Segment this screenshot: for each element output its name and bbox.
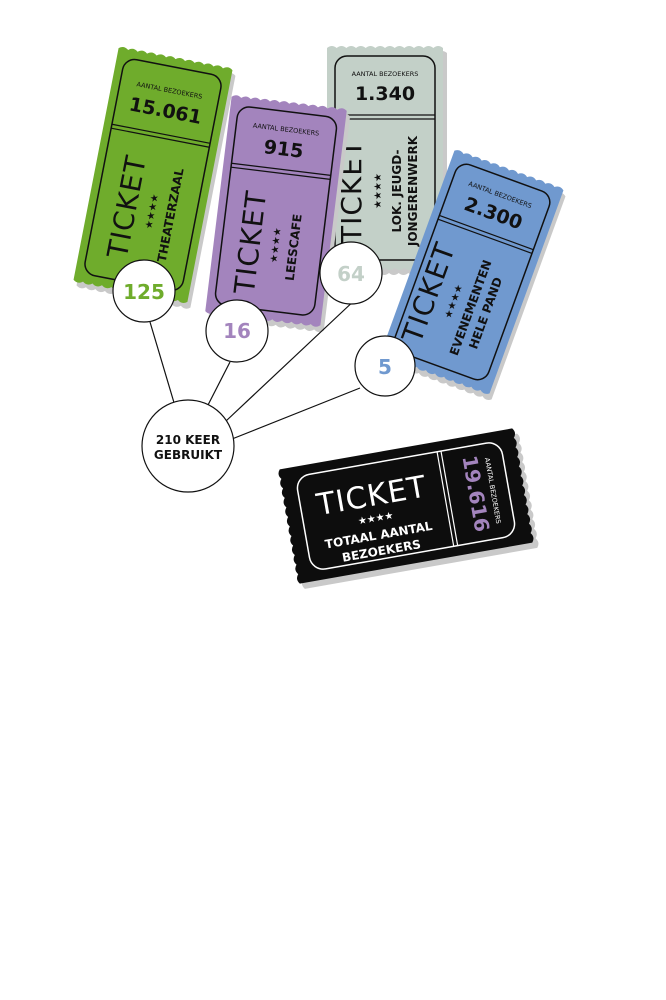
connector-theaterzaal <box>149 321 176 407</box>
ticket-divider <box>231 162 331 177</box>
ticket-header-label: AANTAL BEZOEKERS <box>352 70 419 78</box>
ticket-theaterzaal: AANTAL BEZOEKERS 15.061 TICKET ★★★★ THEA… <box>73 46 236 309</box>
ticket-stars: ★★★★ <box>269 227 284 264</box>
ticket-jeugdwerk: AANTAL BEZOEKERS 1.340 TICKET ★★★★ LOK. … <box>327 46 447 275</box>
ticket-body <box>278 428 534 584</box>
connector-evenementen <box>231 387 361 440</box>
hub-label-line: 210 KEER <box>156 433 220 447</box>
usage-circle-leescafe: 16 <box>205 299 269 363</box>
usage-count: 16 <box>223 319 251 343</box>
usage-circle <box>319 241 383 305</box>
connector-lines <box>149 296 361 440</box>
usage-circle-jeugdwerk: 64 <box>319 241 383 305</box>
ticket-inner-border <box>296 442 516 570</box>
usage-circle <box>112 259 176 323</box>
usage-count: 5 <box>378 355 392 379</box>
ticket-leescafe: AANTAL BEZOEKERS 915 TICKET ★★★★ LEESCAF… <box>205 95 351 333</box>
hub-circle <box>141 399 235 493</box>
ticket-room-name: JONGERENWERK <box>406 135 420 247</box>
ticket-visitor-count: 915 <box>263 136 305 163</box>
ticket-divider <box>439 214 534 251</box>
usage-count: 125 <box>123 280 165 304</box>
ticket-evenementen: AANTAL BEZOEKERS 2.300 TICKET ★★★★ EVENE… <box>380 150 566 400</box>
usage-circle-theaterzaal: 125 <box>112 259 176 323</box>
ticket-inner-border <box>393 163 551 381</box>
connector-leescafe <box>207 361 231 406</box>
ticket-divider <box>436 451 455 547</box>
usage-circle-evenementen: 5 <box>354 335 416 397</box>
ticket-body <box>205 95 347 327</box>
ticket-body <box>73 46 233 304</box>
connector-jeugdwerk <box>225 296 359 422</box>
usage-circle <box>354 335 416 397</box>
ticket-divider <box>437 218 533 254</box>
ticket-divider <box>440 450 459 546</box>
ticket-body <box>327 46 443 270</box>
usage-total-hub: 210 KEER GEBRUIKT <box>141 399 235 493</box>
ticket-visitor-count: 1.340 <box>355 83 415 105</box>
ticket-inner-border <box>214 106 338 316</box>
ticket-total: TICKET ★★★★ TOTAAL AANTAL BEZOEKERS AANT… <box>278 428 539 589</box>
ticket-body <box>380 150 564 394</box>
usage-count: 64 <box>337 262 365 286</box>
ticket-room-name: LOK. JEUGD- <box>390 150 404 233</box>
ticket-divider <box>111 127 210 148</box>
ticket-divider <box>111 123 211 144</box>
usage-circle <box>205 299 269 363</box>
ticket-divider <box>230 166 331 180</box>
ticket-stars: ★★★★ <box>373 173 384 209</box>
hub-label-line: GEBRUIKT <box>154 448 223 462</box>
